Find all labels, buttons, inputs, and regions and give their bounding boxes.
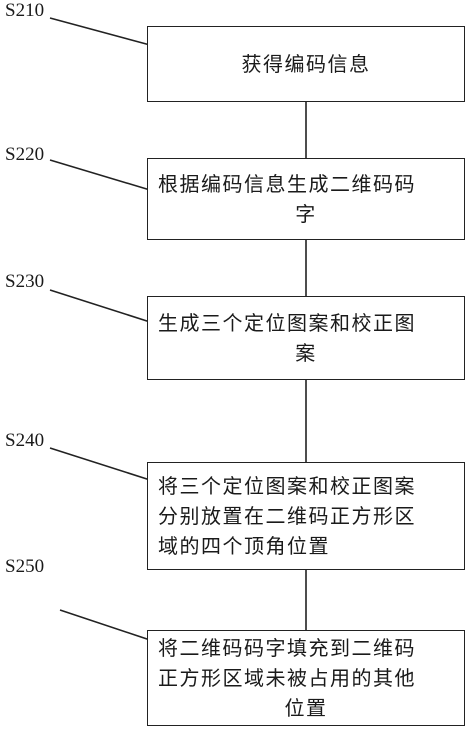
step-label-s230: S230	[5, 271, 45, 292]
leader-line-s240	[49, 447, 151, 481]
step-label-s220: S220	[5, 144, 45, 165]
step-text-s240-line-1: 将三个定位图案和校正图案	[158, 474, 416, 498]
step-text-s230-line-2: 案	[295, 341, 317, 365]
step-text-s230-line-1: 生成三个定位图案和校正图	[158, 311, 416, 335]
step-label-s250: S250	[5, 556, 45, 577]
step-label-s210: S210	[5, 0, 45, 21]
step-text-s210-line-1: 获得编码信息	[241, 52, 371, 76]
step-box-s230: 生成三个定位图案和校正图 案	[147, 296, 465, 380]
step-text-s250-line-3: 位置	[284, 696, 328, 720]
step-text-s250-line-2: 正方形区域未被占用的其他	[158, 666, 416, 690]
step-box-s250: 将二维码码字填充到二维码 正方形区域未被占用的其他 位置	[147, 630, 465, 726]
step-text-s240-line-3: 域的四个顶角位置	[158, 534, 330, 558]
step-label-s240: S240	[5, 430, 45, 451]
leader-line-s230	[49, 289, 151, 323]
leader-line-s250	[59, 609, 151, 641]
step-box-s220: 根据编码信息生成二维码码 字	[147, 158, 465, 240]
step-text-s240-line-2: 分别放置在二维码正方形区	[158, 504, 416, 528]
step-text-s250-line-1: 将二维码码字填充到二维码	[158, 636, 416, 660]
step-box-s240: 将三个定位图案和校正图案 分别放置在二维码正方形区 域的四个顶角位置	[147, 462, 465, 570]
step-text-s220-line-2: 字	[295, 202, 317, 226]
step-box-s210: 获得编码信息	[147, 26, 465, 102]
leader-line-s220	[49, 159, 151, 191]
leader-line-s210	[49, 17, 151, 46]
step-text-s220-line-1: 根据编码信息生成二维码码	[158, 172, 416, 196]
